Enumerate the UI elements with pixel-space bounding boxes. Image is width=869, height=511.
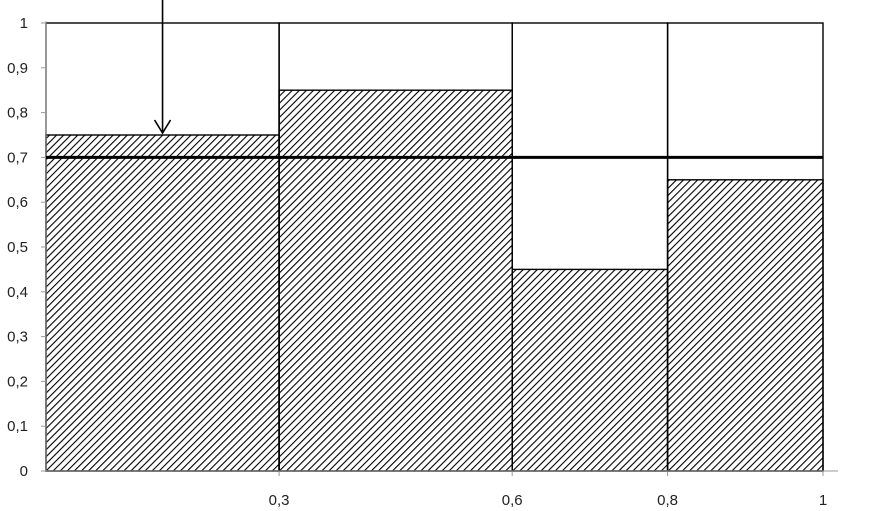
axis-layer <box>41 21 838 476</box>
x-tick-label: 0,8 <box>657 492 678 509</box>
y-tick-label: 0,9 <box>7 60 28 77</box>
bar-2 <box>278 89 513 472</box>
y-tick-label: 0,3 <box>7 329 28 346</box>
arrow-layer <box>153 0 172 135</box>
arrow-head <box>153 119 172 135</box>
x-tick-label: 0,3 <box>269 492 290 509</box>
y-tick-label: 0,1 <box>7 418 28 435</box>
y-tick-label: 0,8 <box>7 105 28 122</box>
x-tick-label: 0,6 <box>502 492 523 509</box>
y-tick-label: 0,4 <box>7 284 28 301</box>
x-tick-labels: 0,3 0,6 0,8 1 <box>269 492 828 509</box>
y-tick-label: 0,7 <box>7 149 28 166</box>
y-tick-label: 0 <box>20 463 28 480</box>
x-tick-label: 1 <box>819 492 827 509</box>
bar-1 <box>45 134 280 472</box>
bars-layer <box>45 89 824 472</box>
y-tick-label: 1 <box>20 15 28 32</box>
y-tick-labels: 0 0,1 0,2 0,3 0,4 0,5 0,6 0,7 0,8 0,9 1 <box>7 15 28 480</box>
y-tick-label: 0,6 <box>7 194 28 211</box>
y-tick-label: 0,2 <box>7 373 28 390</box>
y-tick-label: 0,5 <box>7 239 28 256</box>
bar-3 <box>511 268 669 472</box>
bar-4 <box>666 179 824 472</box>
